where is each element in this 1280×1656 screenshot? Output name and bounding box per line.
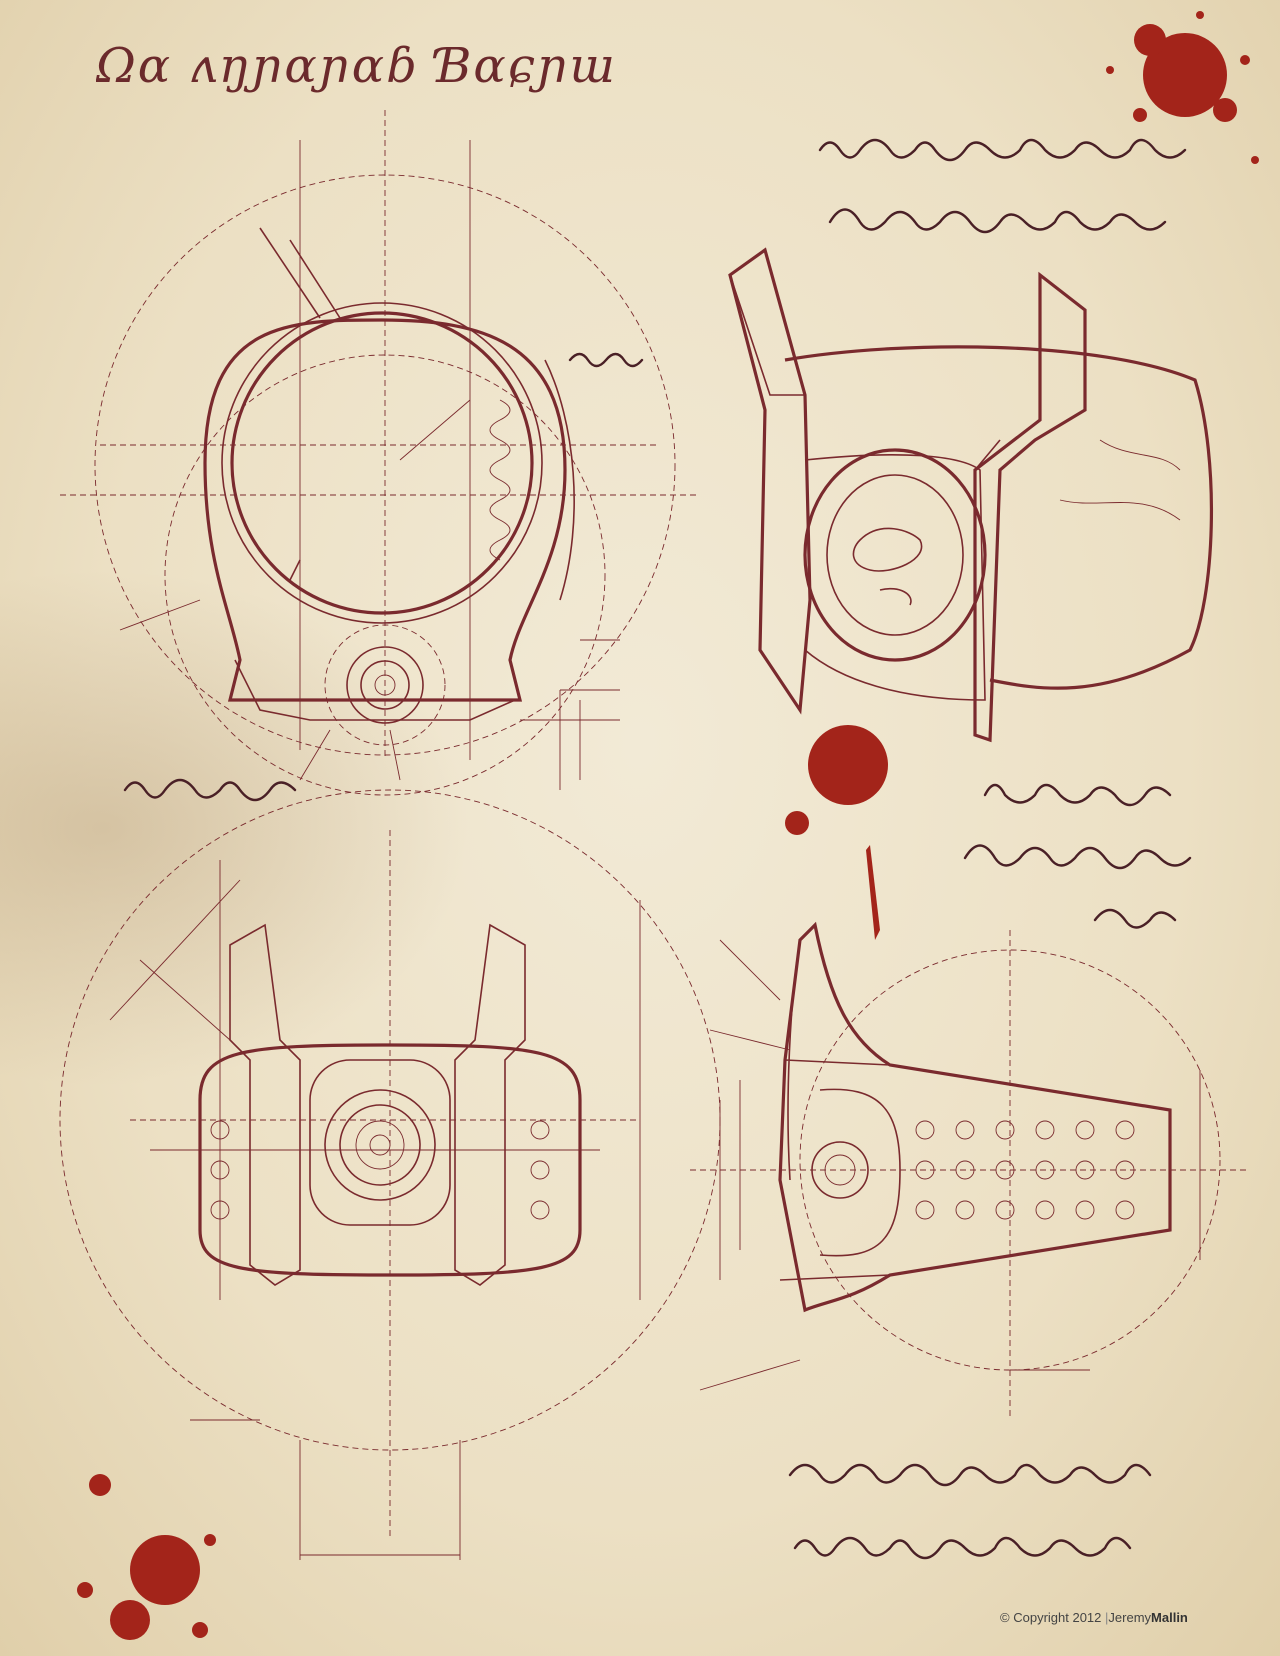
page-title: Ωα ʌŋɲɑɲɑɓ Ɓɑɕɲɯ: [96, 38, 616, 94]
blood-splatter-icon: [1106, 11, 1259, 164]
side-view-ring: [690, 921, 1250, 1420]
blood-splatter-icon: [77, 1474, 216, 1640]
elvish-script-label-left: [123, 352, 644, 802]
copyright-symbol: ©: [1000, 1610, 1010, 1625]
copyright-text: Copyright 2012: [1013, 1610, 1102, 1625]
elvish-script-block-top: [818, 138, 1187, 234]
elvish-script-block-middle: [963, 783, 1192, 929]
copyright-notice: © Copyright 2012 |JeremyMallin: [1000, 1610, 1260, 1632]
blood-drop-icon: [785, 725, 888, 940]
copyright-name-bold: Mallin: [1151, 1610, 1188, 1625]
top-view-ring: [59, 789, 721, 1560]
elvish-script-block-bottom: [788, 1463, 1152, 1560]
copyright-name-light: Jeremy: [1108, 1610, 1152, 1625]
copyright-separator: |: [1105, 1610, 1109, 1625]
perspective-view-ring: [728, 247, 1214, 743]
front-view-ring: [60, 110, 700, 796]
